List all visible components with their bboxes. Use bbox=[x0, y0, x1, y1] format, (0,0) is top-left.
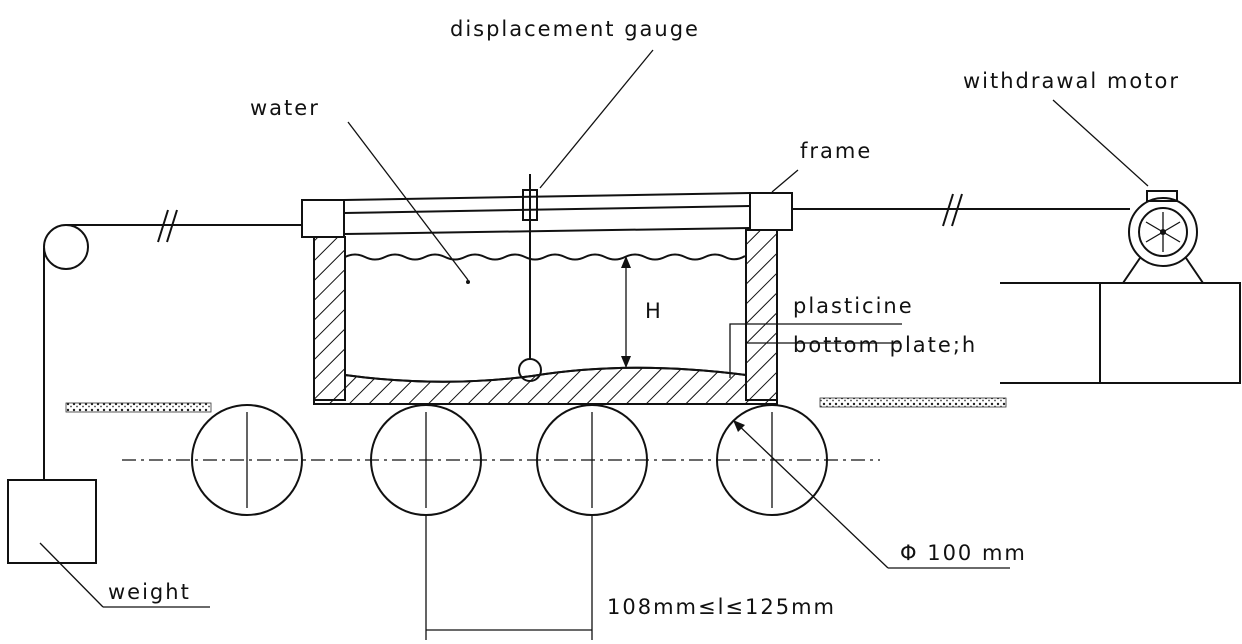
gauge-leader bbox=[539, 49, 654, 189]
motor-stand bbox=[1000, 282, 1241, 384]
label-bottom-plate: bottom plate;h bbox=[793, 333, 977, 357]
frame-leader bbox=[771, 169, 799, 193]
frame bbox=[301, 192, 793, 238]
label-water: water bbox=[250, 96, 320, 120]
weight-block bbox=[7, 479, 97, 564]
weight-leader bbox=[39, 542, 104, 608]
motor-leader bbox=[1052, 99, 1149, 187]
label-displacement-gauge: displacement gauge bbox=[450, 17, 700, 41]
spacing-dimension bbox=[425, 515, 593, 640]
displacement-gauge bbox=[518, 174, 542, 382]
diameter-leader bbox=[732, 419, 1010, 569]
height-dimension bbox=[621, 256, 631, 368]
cable-break-right bbox=[942, 193, 963, 227]
pulley bbox=[43, 224, 89, 480]
rollers bbox=[122, 404, 880, 516]
label-frame: frame bbox=[800, 139, 872, 163]
label-height: H bbox=[645, 299, 663, 323]
bottom-plate-leader bbox=[745, 342, 900, 378]
label-plasticine: plasticine bbox=[793, 294, 914, 318]
label-spacing: 108mm≤l≤125mm bbox=[607, 595, 836, 619]
label-diameter: Φ 100 mm bbox=[900, 541, 1027, 565]
label-withdrawal-motor: withdrawal motor bbox=[963, 69, 1180, 93]
roller-1 bbox=[191, 404, 303, 516]
withdrawal-motor bbox=[1122, 190, 1204, 284]
tank bbox=[313, 229, 778, 405]
water-surface bbox=[344, 253, 746, 261]
plasticine-leader bbox=[729, 323, 902, 378]
ground-strip-left bbox=[65, 402, 212, 413]
label-weight: weight bbox=[108, 580, 191, 604]
cable-break-left bbox=[157, 209, 178, 243]
water-leader bbox=[347, 121, 469, 281]
ground-strip-right bbox=[819, 397, 1007, 408]
